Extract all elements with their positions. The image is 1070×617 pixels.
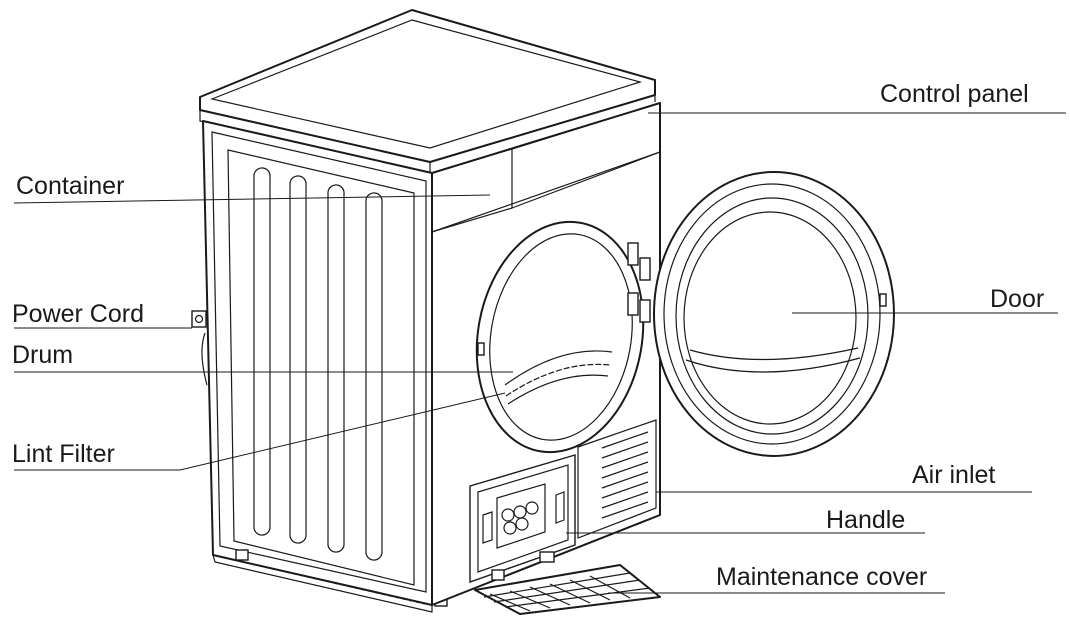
open-door bbox=[639, 171, 895, 457]
label-container: Container bbox=[16, 172, 124, 200]
power-cord-socket bbox=[191, 310, 207, 328]
dryer-illustration bbox=[191, 9, 661, 615]
leader-container bbox=[13, 194, 491, 204]
drum-inner bbox=[504, 350, 613, 386]
label-lint-filter: Lint Filter bbox=[12, 440, 115, 468]
label-handle: Handle bbox=[826, 506, 905, 534]
label-door: Door bbox=[990, 285, 1044, 313]
leader-lint-filter bbox=[14, 392, 506, 471]
dryer-side-panel bbox=[202, 120, 433, 606]
door-opening bbox=[475, 220, 645, 454]
label-power-cord: Power Cord bbox=[12, 300, 144, 328]
label-maintenance-cover: Maintenance cover bbox=[716, 563, 927, 591]
labels: Control panel Container Power Cord Drum … bbox=[12, 80, 1044, 591]
leader-lines bbox=[13, 112, 1066, 594]
air-inlet-grille bbox=[577, 419, 657, 539]
label-air-inlet: Air inlet bbox=[912, 461, 995, 489]
maintenance-cover bbox=[474, 564, 661, 615]
label-control-panel: Control panel bbox=[880, 80, 1029, 108]
label-drum: Drum bbox=[12, 341, 73, 369]
